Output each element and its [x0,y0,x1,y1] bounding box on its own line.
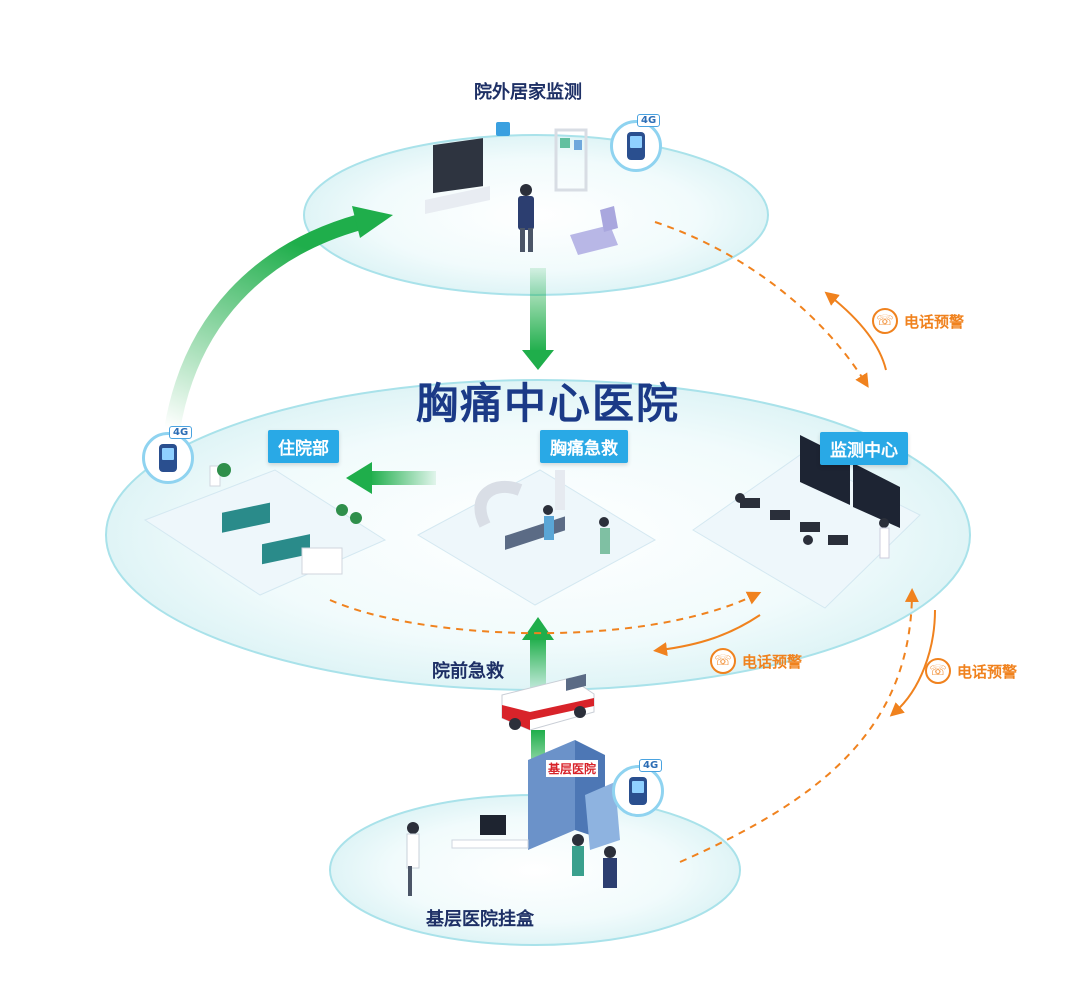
dash-home-to-monitor [654,221,869,388]
arrow-to-home [164,214,363,432]
zone-label-prehospital: 院前急救 [432,661,504,682]
phone-alert-label: 电话预警 [904,312,965,331]
monitor-center-scene [692,435,921,609]
phone-icon: ☏ [710,648,736,674]
phone-icon: ☏ [925,658,951,684]
network-tag: 4G [639,759,663,772]
device-4g-badge-primary: 4G [612,759,664,817]
device-4g-badge-home: 4G [610,114,662,172]
phone-alert-top: ☏ 电话预警 [872,308,964,334]
network-tag: 4G [637,114,661,127]
ambulance [501,673,595,731]
dash-inpatient-to-monitor [329,591,762,635]
arc-warning-middle [653,614,761,657]
arrow-to-inpatient [370,471,436,485]
zone-label-primary-hospital: 基层医院挂盒 [426,909,534,930]
sign-inpatient: 住院部 [268,430,339,463]
inpatient-scene [143,463,387,596]
arc-warning-top [824,291,887,371]
phone-alert-right: ☏ 电话预警 [925,658,1017,684]
home-scene [425,122,618,255]
zone-label-home: 院外居家监测 [474,82,582,103]
sign-monitor-center: 监测中心 [820,432,908,465]
phone-alert-middle: ☏ 电话预警 [710,648,802,674]
arrow-home-to-hospital-head [522,350,554,370]
wifi-icon [496,122,510,136]
primary-hospital-scene [406,740,620,896]
emergency-scene [416,469,657,606]
arrow-home-to-hospital [530,268,546,352]
page-title: 胸痛中心医院 [416,379,681,428]
sign-primary-building: 基层医院 [546,760,599,777]
arrow-to-home-head [352,206,393,238]
network-tag: 4G [169,426,193,439]
phone-icon: ☏ [872,308,898,334]
arrow-from-ambulance-head [522,617,554,640]
monitor-device-icon [627,132,645,160]
dash-primary-to-monitor [679,588,919,863]
monitor-device-icon [629,777,647,805]
monitor-device-icon [159,444,177,472]
phone-alert-label: 电话预警 [742,652,803,671]
device-4g-badge-hospital: 4G [142,426,194,484]
arrow-from-ambulance [530,638,546,690]
arrow-to-inpatient-head [346,462,372,494]
arc-warning-right [889,609,936,717]
phone-alert-label: 电话预警 [957,662,1018,681]
sign-emergency: 胸痛急救 [540,430,628,463]
